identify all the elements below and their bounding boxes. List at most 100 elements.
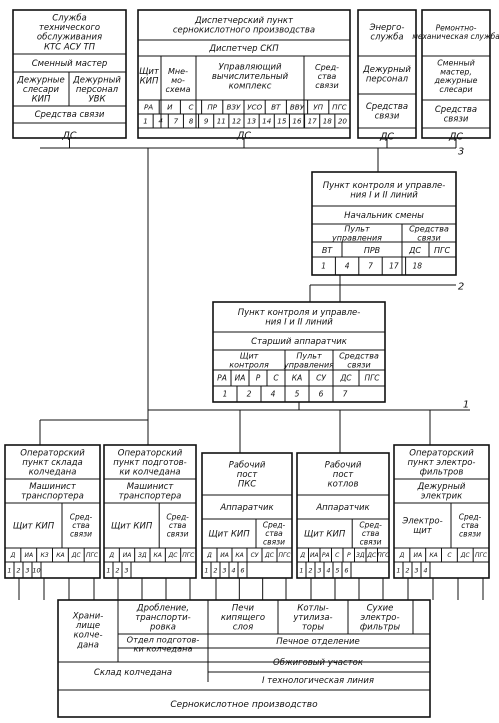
plant-prep: Отдел подготов-ки колчедана — [127, 634, 200, 653]
operator-post-3-code: ПГС — [278, 552, 291, 559]
service-asu-shift-master: Сменный мастер — [32, 59, 108, 69]
dispatch-code: РА — [144, 103, 153, 112]
operator-post-3-code: ДС — [264, 552, 275, 559]
dispatch-number: 1 — [143, 117, 148, 126]
operator-post-1-number: 10 — [32, 566, 40, 574]
control-point-1-number: 2 — [247, 390, 252, 399]
operator-post-2-code: ПГС — [182, 552, 195, 559]
operator-post-1-kip: Щит КИП — [13, 521, 55, 531]
operator-post-5-number: 1 — [396, 566, 400, 574]
operator-post-1-code: ИА — [24, 552, 33, 559]
service-asu-ds: ДС — [61, 130, 76, 141]
operator-post-4-code: ДС — [366, 552, 377, 559]
operator-post-3-code: КА — [235, 552, 243, 559]
control-point-1-senior: Старший аппаратчик — [251, 337, 348, 347]
operator-post-5-number: 2 — [405, 566, 409, 574]
operator-post-5-code: ИА — [413, 552, 422, 559]
dispatch-number: 17 — [308, 117, 318, 126]
control-point-2-code: ВТ — [322, 246, 333, 255]
operator-post-4-number: 1 — [299, 566, 303, 574]
operator-post-2-number: 3 — [124, 566, 128, 574]
operator-post-1-code: КЗ — [41, 552, 49, 559]
operator-post-4-code: РА — [322, 552, 330, 559]
operator-post-4-code: Д — [299, 552, 305, 559]
operator-post-5-number: 3 — [414, 566, 418, 574]
operator-post-5-kip: Электро-щит — [401, 517, 442, 537]
dispatch-number: 7 — [174, 117, 179, 126]
operator-post-4-code: ЗД — [356, 552, 365, 559]
operator-post-3-kip: Щит КИП — [208, 529, 250, 539]
dispatch-code: ВТ — [271, 103, 281, 112]
control-point-2-number: 17 — [389, 262, 399, 271]
repair-title: Ремонтно-механическая служба — [412, 23, 499, 40]
operator-post-5-code: ПГС — [475, 552, 488, 559]
operator-post-3-code: ИА — [220, 552, 229, 559]
dispatch-ds: ДС — [236, 130, 251, 141]
operator-post-1-code: КА — [56, 552, 64, 559]
operator-post-3-number: 4 — [231, 566, 235, 574]
control-point-2-number: 1 — [321, 262, 326, 271]
control-point-1-code: СУ — [316, 374, 326, 383]
operator-post-2-code: ИА — [123, 552, 132, 559]
control-point-1-number: 7 — [343, 390, 348, 399]
dispatch-number: 8 — [189, 117, 194, 126]
operator-post-3-number: 3 — [222, 566, 226, 574]
dispatch-number: 9 — [204, 117, 209, 126]
operator-post-5-code: С — [447, 552, 452, 559]
operator-post-3-code: СУ — [251, 552, 259, 559]
service-asu-comm: Средства связи — [35, 110, 105, 120]
control-point-1-box — [212, 301, 386, 403]
operator-post-1-number: 3 — [25, 566, 29, 574]
operator-post-3-number: 2 — [213, 566, 217, 574]
control-point-2-number: 7 — [368, 262, 373, 271]
plant-production: Сернокислотное производство — [170, 700, 318, 710]
operator-post-2-code: ДС — [168, 552, 179, 559]
operator-post-4-number: 4 — [326, 566, 330, 574]
operator-post-3-code: Д — [206, 552, 212, 559]
plant-box — [57, 599, 431, 718]
bus-label-2: 2 — [458, 282, 464, 293]
dispatch-mnemo: Мне-мо-схема — [166, 67, 191, 94]
operator-post-4-number: 3 — [317, 566, 321, 574]
control-point-2-code: ПРВ — [364, 246, 380, 255]
operator-post-5-code: КА — [429, 552, 437, 559]
operator-post-1-code: ПГС — [86, 552, 99, 559]
operator-post-4-code: Р — [347, 552, 351, 559]
dispatch-code: ВЗУ — [226, 103, 241, 112]
operator-post-1-code: Д — [10, 552, 16, 559]
dispatch-number: 18 — [323, 117, 333, 126]
control-point-2-code: ПГС — [434, 246, 450, 255]
dispatch-code: УП — [313, 103, 323, 112]
operator-post-3-role: Аппаратчик — [219, 503, 274, 513]
plant-boilers: Котлы-утилиза-торы — [292, 603, 332, 632]
operator-post-4-role: Аппаратчик — [315, 503, 370, 513]
operator-post-1-number: 1 — [7, 566, 11, 574]
operator-post-2-number: 1 — [106, 566, 110, 574]
control-point-1-title: Пункт контроля и управле-ния I и II лини… — [238, 308, 361, 328]
dispatch-code: С — [188, 103, 193, 112]
dispatch-code: ВВУ — [290, 103, 305, 112]
